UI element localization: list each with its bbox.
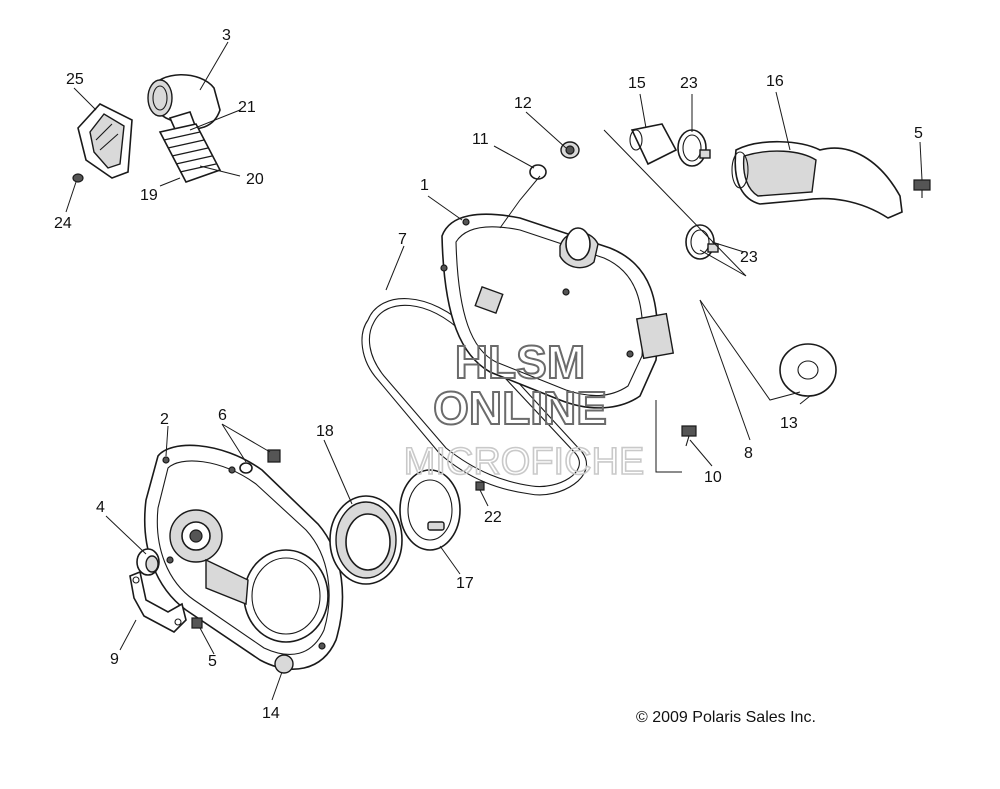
callout-12: 12 xyxy=(514,95,532,112)
part-10-bolt xyxy=(681,425,697,447)
part-23-clamp-lower xyxy=(685,224,719,260)
callout-3: 3 xyxy=(222,27,231,44)
watermark: HLSM ONLINE MICROFICHE xyxy=(403,335,645,484)
callout-6: 6 xyxy=(218,407,227,424)
callout-14: 14 xyxy=(262,705,280,722)
part-7-belt xyxy=(361,298,588,496)
callout-1: 1 xyxy=(420,177,429,194)
callout-23-lower: 23 xyxy=(740,249,758,266)
callout-labels: 3 25 21 20 19 24 15 23 16 5 12 11 1 23 7… xyxy=(54,27,923,722)
part-16-outlet-duct xyxy=(731,140,903,219)
callout-22: 22 xyxy=(484,509,502,526)
callout-4: 4 xyxy=(96,499,105,516)
callout-21: 21 xyxy=(238,99,256,116)
copyright-notice: © 2009 Polaris Sales Inc. xyxy=(636,709,816,726)
part-17-gasket xyxy=(399,469,461,551)
callout-11: 11 xyxy=(472,131,489,148)
part-5-bolt-lower xyxy=(191,617,203,629)
part-5-bolt-upper xyxy=(913,179,931,198)
part-15-coupler xyxy=(629,123,678,166)
part-4-roller xyxy=(136,548,160,576)
part-25-intake-housing xyxy=(77,103,133,179)
watermark-line-1: HLSM xyxy=(455,336,585,388)
callout-17: 17 xyxy=(456,575,474,592)
part-21-bellows xyxy=(158,123,222,183)
callout-7: 7 xyxy=(398,231,407,248)
callout-5-lower: 5 xyxy=(208,653,217,670)
leader-lines xyxy=(65,41,923,701)
watermark-line-3: MICROFICHE xyxy=(404,441,645,483)
part-24-screw xyxy=(72,173,84,183)
callout-16: 16 xyxy=(766,73,784,90)
callout-25: 25 xyxy=(66,71,84,88)
callout-20: 20 xyxy=(246,171,264,188)
callout-8: 8 xyxy=(744,445,753,462)
callout-10: 10 xyxy=(704,469,722,486)
part-2-outer-cover xyxy=(143,444,344,670)
callout-23-upper: 23 xyxy=(680,75,698,92)
part-1-inner-cover xyxy=(440,213,675,409)
callout-19: 19 xyxy=(140,187,158,204)
callout-13: 13 xyxy=(780,415,798,432)
part-9-bracket xyxy=(129,570,187,633)
callout-2: 2 xyxy=(160,411,169,428)
callout-5-upper: 5 xyxy=(914,125,923,142)
callout-9: 9 xyxy=(110,651,119,668)
part-22-bolt xyxy=(475,481,485,491)
part-14-plug xyxy=(274,654,294,674)
callout-15: 15 xyxy=(628,75,646,92)
part-13-pad xyxy=(779,343,837,397)
part-23-clamp-upper xyxy=(677,129,711,167)
callout-18: 18 xyxy=(316,423,334,440)
part-12-plug xyxy=(560,141,580,159)
part-18-seal xyxy=(329,495,403,585)
part-6-washer-bolt xyxy=(239,449,281,474)
watermark-line-2: ONLINE xyxy=(433,382,607,434)
callout-24: 24 xyxy=(54,215,72,232)
